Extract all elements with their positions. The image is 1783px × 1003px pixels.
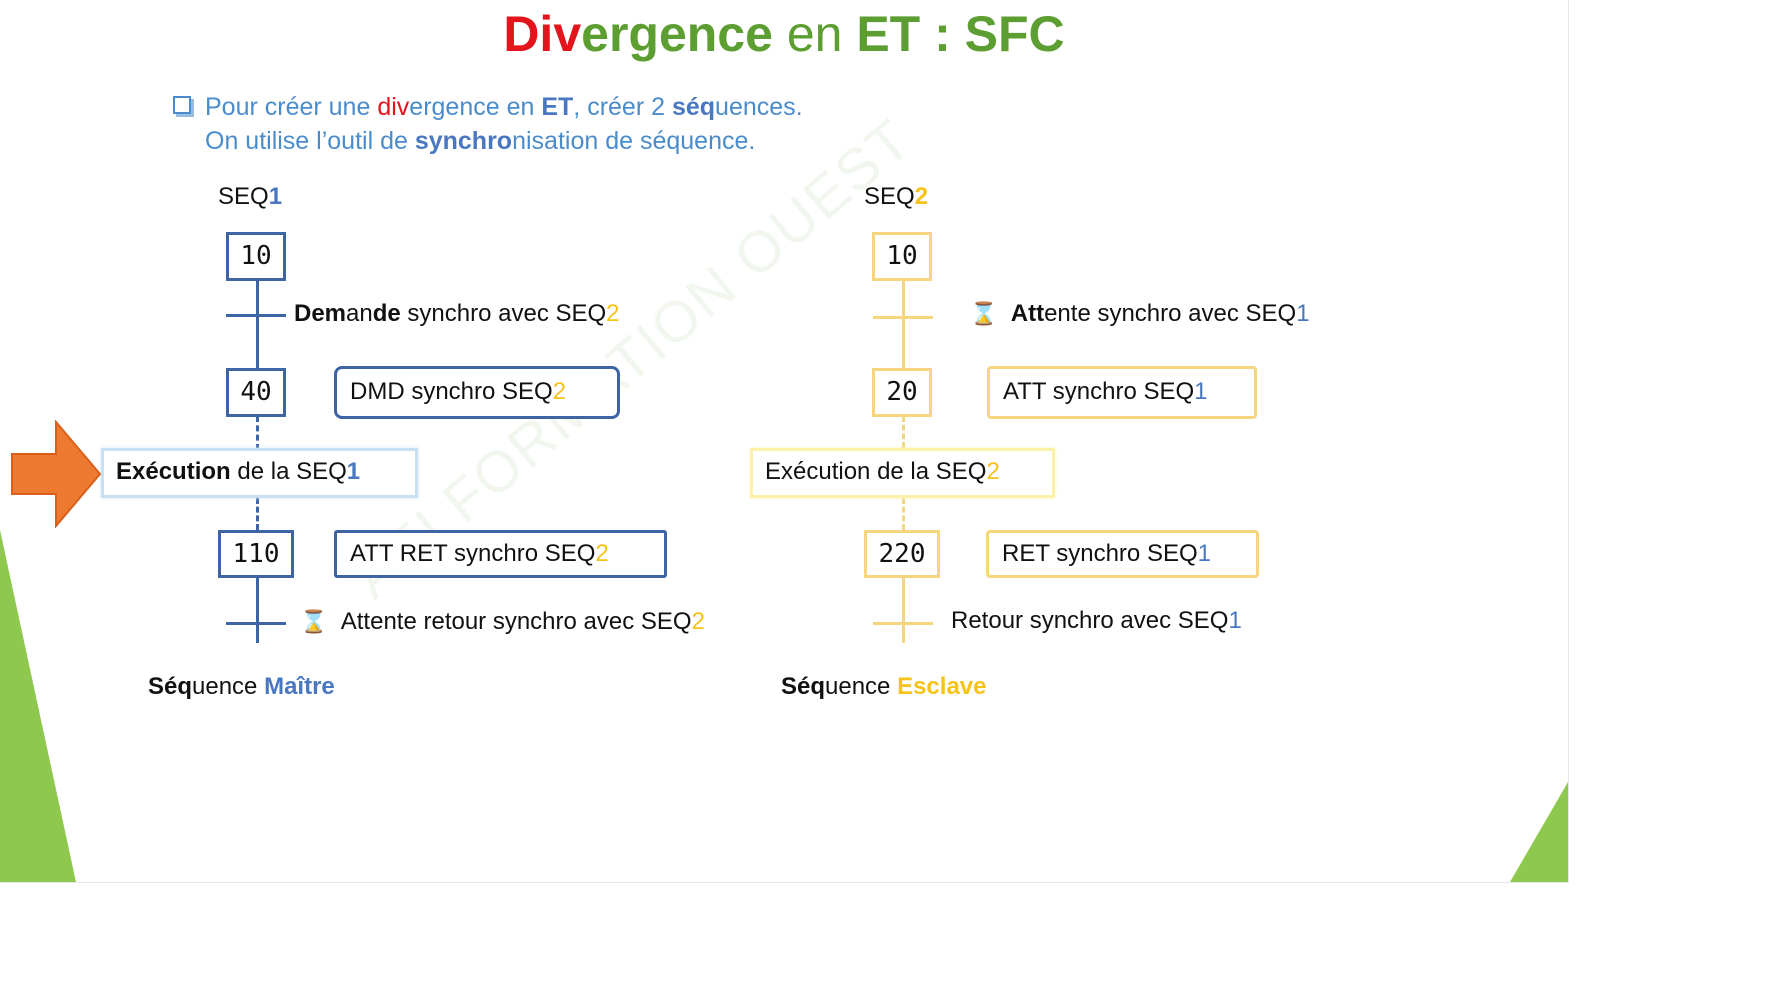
label-part: 2 xyxy=(606,300,620,327)
seq2-transition-2 xyxy=(873,622,933,625)
action-number: 1 xyxy=(1194,378,1208,405)
label-part: ente synchro avec SEQ xyxy=(1044,300,1297,327)
seq1-action-110: ATT RET synchro SEQ2 xyxy=(334,530,667,578)
label-part: de xyxy=(372,300,401,327)
seq2-title-text: SEQ xyxy=(864,183,915,210)
action-text: DMD synchro SEQ xyxy=(350,378,553,405)
footer-part: Séq xyxy=(781,673,826,700)
seq1-title: SEQ1 xyxy=(218,183,282,211)
slide-decoration xyxy=(0,530,1568,882)
right-green-triangle xyxy=(1510,782,1568,882)
seq1-step-110: 110 xyxy=(218,530,294,578)
title-part-ergence: ergence xyxy=(581,6,773,62)
left-green-triangle xyxy=(0,530,76,882)
exec-number: 1 xyxy=(346,458,361,485)
seq2-step-10: 10 xyxy=(872,232,932,281)
action-number: 1 xyxy=(1197,540,1211,567)
footer-part: Séq xyxy=(148,673,193,700)
seq2-action-220: RET synchro SEQ1 xyxy=(986,530,1259,578)
intro-text-part: div xyxy=(377,93,410,121)
seq1-title-text: SEQ xyxy=(218,183,269,210)
label-part: synchro avec SEQ xyxy=(400,300,607,327)
seq1-dashed-link xyxy=(256,416,259,450)
action-text: RET synchro SEQ xyxy=(1002,540,1198,567)
slide: AEI FORMATION OUEST Divergence en ET : S… xyxy=(0,0,1569,883)
title-part-en: en xyxy=(772,6,857,62)
footer-part: uence xyxy=(192,673,265,700)
hourglass-icon: ⌛ xyxy=(300,609,328,634)
seq1-transition-1-label: Demande synchro avec SEQ2 xyxy=(294,300,620,328)
seq1-transition-2 xyxy=(226,622,286,625)
seq1-title-number: 1 xyxy=(268,183,283,210)
seq2-footer-label: Séquence Esclave xyxy=(781,673,987,701)
label-part: 1 xyxy=(1296,300,1310,327)
seq2-transition-2-label: Retour synchro avec SEQ1 xyxy=(951,607,1242,635)
title-part-div: Div xyxy=(503,6,582,62)
orange-arrow-icon xyxy=(11,420,102,528)
seq1-action-40: DMD synchro SEQ2 xyxy=(334,366,620,419)
seq2-execution-box: Exécution de la SEQ2 xyxy=(750,448,1055,498)
seq1-step-10: 10 xyxy=(226,232,286,281)
intro-line-2: On utilise l’outil de synchronisation de… xyxy=(205,124,803,158)
intro-text-part: , créer 2 xyxy=(573,93,672,121)
label-part: Dem xyxy=(294,300,347,327)
intro-text-part: ET xyxy=(541,93,574,121)
intro-text-part: On utilise l’outil de xyxy=(205,127,415,155)
action-number: 2 xyxy=(552,378,567,405)
bullet-square-icon xyxy=(173,96,191,114)
intro-text-part: séq xyxy=(671,93,716,121)
seq2-title: SEQ2 xyxy=(864,183,928,211)
exec-text: Exécution xyxy=(116,458,231,485)
footer-part: Esclave xyxy=(897,673,987,700)
seq2-step-20: 20 xyxy=(872,368,932,417)
action-text: ATT synchro SEQ xyxy=(1003,378,1195,405)
footer-part: Maître xyxy=(264,673,335,700)
label-part: Retour synchro avec SEQ xyxy=(951,607,1229,634)
seq2-link-220 xyxy=(902,577,905,643)
seq2-title-number: 2 xyxy=(914,183,929,210)
exec-number: 2 xyxy=(986,458,1000,485)
intro-text: Pour créer une divergence en ET, créer 2… xyxy=(205,90,803,158)
intro-text-part: uences. xyxy=(715,93,803,121)
footer-part: uence xyxy=(825,673,898,700)
action-number: 2 xyxy=(595,540,609,567)
exec-text: Exécution de la SEQ xyxy=(765,458,987,485)
intro-text-part: nisation de séquence. xyxy=(512,127,756,155)
intro-text-part: ergence en xyxy=(409,93,542,121)
seq1-link-110 xyxy=(256,577,259,643)
seq2-link-10-20 xyxy=(902,280,905,368)
title-part-et-sfc: ET : SFC xyxy=(856,6,1065,62)
label-part: an xyxy=(346,300,373,327)
seq2-dashed-link xyxy=(902,498,905,530)
seq2-transition-1-label: ⌛ Attente synchro avec SEQ1 xyxy=(970,300,1310,328)
seq1-transition-1 xyxy=(226,314,286,317)
hourglass-icon: ⌛ xyxy=(970,301,998,326)
seq1-footer-label: Séquence Maître xyxy=(148,673,335,701)
label-part: Att xyxy=(1010,300,1045,327)
seq2-transition-1 xyxy=(873,316,933,319)
page-title: Divergence en ET : SFC xyxy=(0,5,1568,63)
seq2-dashed-link xyxy=(902,416,905,448)
intro-line-1: Pour créer une divergence en ET, créer 2… xyxy=(205,90,803,124)
seq2-action-20: ATT synchro SEQ1 xyxy=(987,366,1257,419)
seq1-transition-2-label: ⌛ Attente retour synchro avec SEQ2 xyxy=(300,608,705,636)
action-text: ATT RET synchro SEQ xyxy=(350,540,596,567)
label-part: Attente retour synchro avec SEQ xyxy=(340,608,692,635)
intro-text-part: synchro xyxy=(414,127,513,155)
seq1-link-10-40 xyxy=(256,280,259,368)
exec-text: de la SEQ xyxy=(230,458,347,485)
seq1-step-40: 40 xyxy=(226,368,286,417)
seq2-step-220: 220 xyxy=(864,530,940,578)
label-part: 2 xyxy=(691,608,705,635)
seq1-dashed-link xyxy=(256,498,259,530)
intro-text-part: Pour créer une xyxy=(205,93,378,121)
seq1-execution-box: Exécution de la SEQ1 xyxy=(101,448,418,498)
label-part: 1 xyxy=(1228,607,1242,634)
